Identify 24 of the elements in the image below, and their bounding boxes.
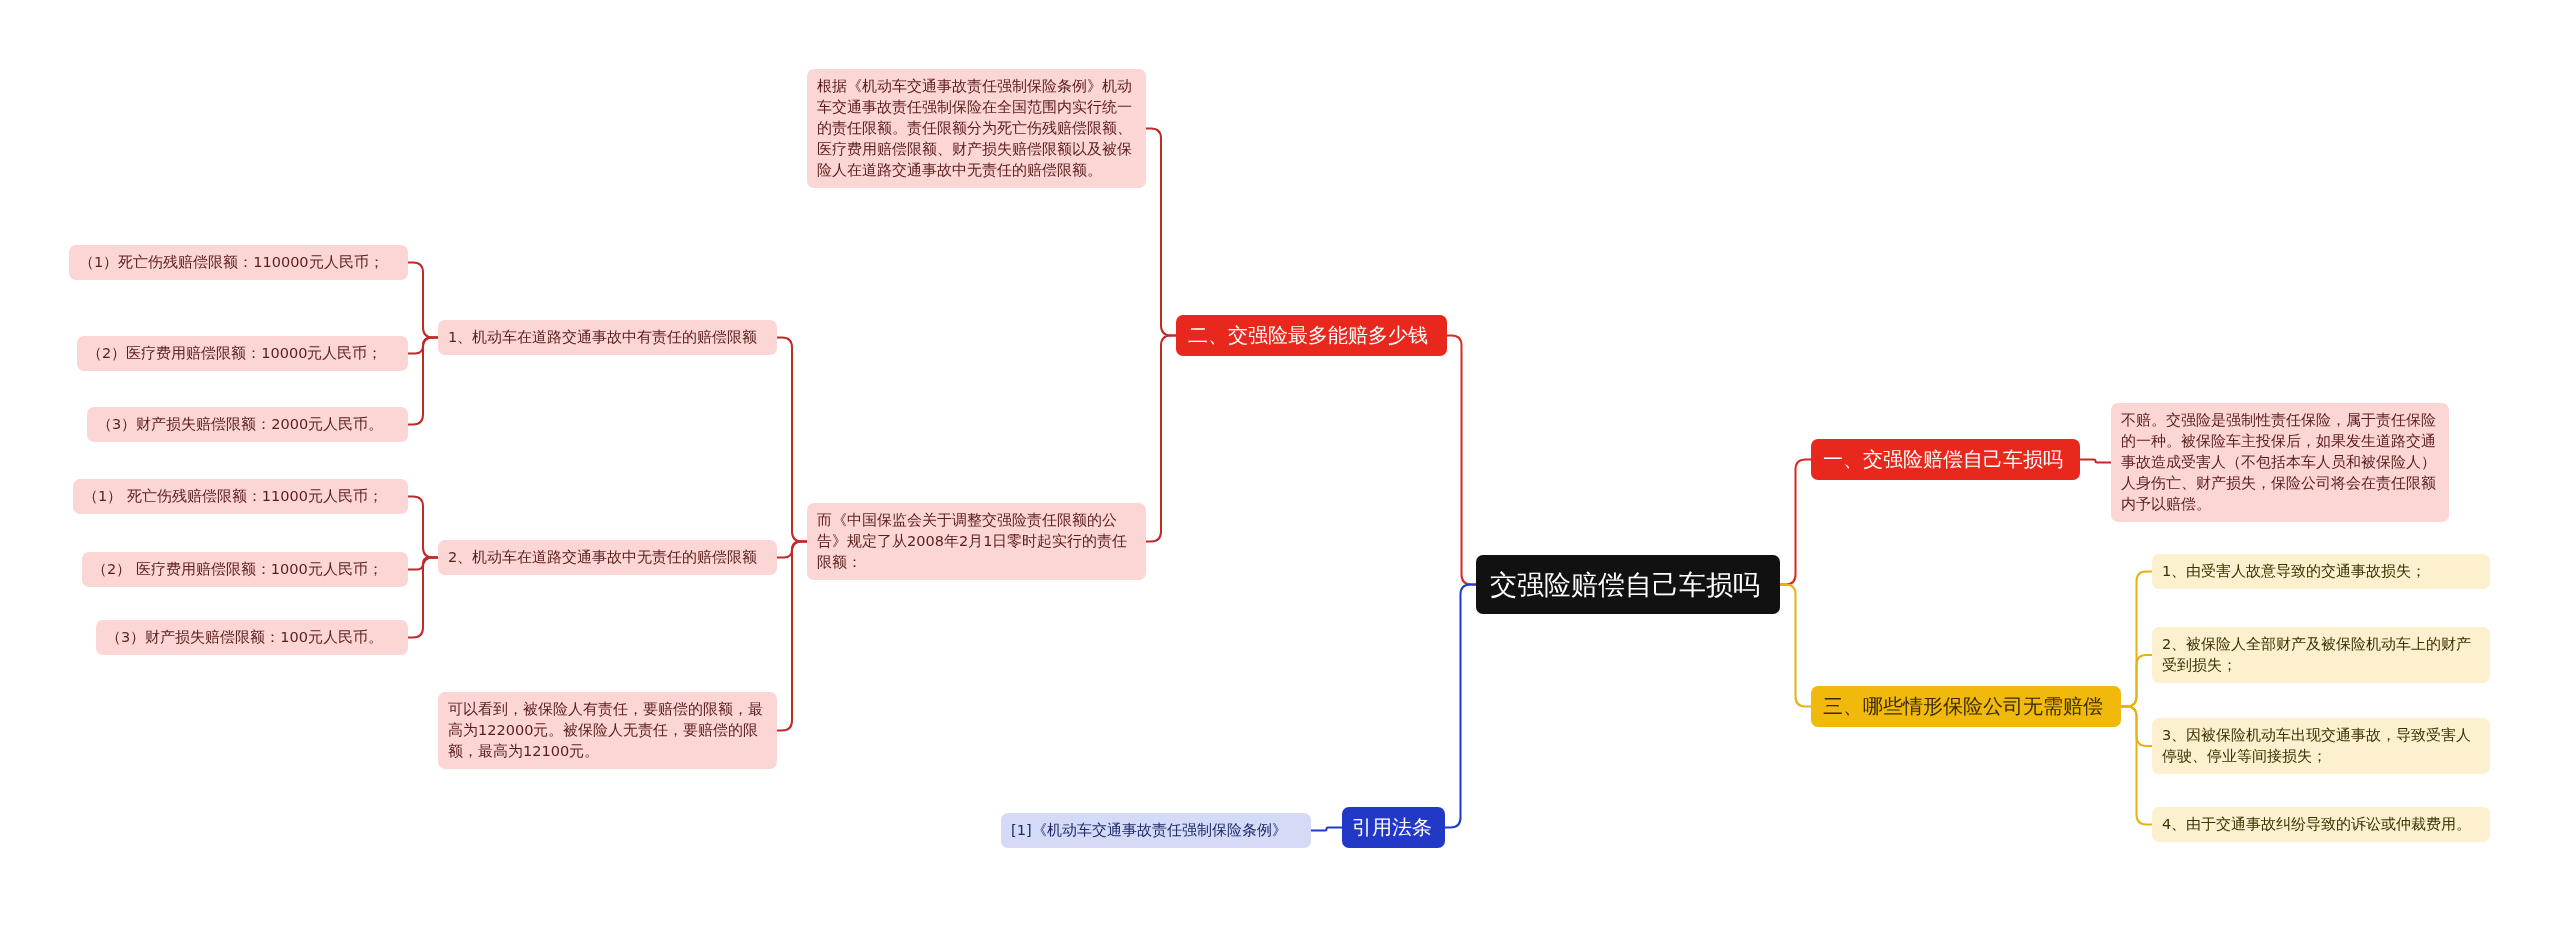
connector-line <box>2079 458 2112 464</box>
text-card: 1、机动车在道路交通事故中有责任的赔偿限额 <box>438 320 777 355</box>
text-card: 可以看到，被保险人有责任，要赔偿的限额，最高为122000元。被保险人无责任，要赔偿的限额，最高为12100元。 <box>438 692 777 770</box>
text-card: 1、由受害人故意导致的交通事故损失； <box>2152 554 2490 589</box>
branch-topic: 引用法条 <box>1342 807 1445 848</box>
text-card: 而《中国保监会关于调整交强险责任限额的公告》规定了从2008年2月1日零时起实行的责任限额： <box>807 503 1146 581</box>
text-card: 根据《机动车交通事故责任强制保险条例》机动车交通事故责任强制保险在全国范围内实行统一的责任限额。责任限额分为死亡伤残赔偿限额、医疗费用赔偿限额、财产损失赔偿限额以及被保险人在道路交通事故中无责任的赔偿限额。 <box>807 69 1146 189</box>
text-card: （1）死亡伤残赔偿限额：110000元人民币； <box>69 245 408 280</box>
text-card: 不赔。交强险是强制性责任保险，属于责任保险的一种。被保险车主投保后，如果发生道路交通事故造成受害人（不包括本车人员和被保险人）人身伤亡、财产损失，保险公司将会在责任限额内予以赔偿。 <box>2111 403 2449 523</box>
text-card: （2）医疗费用赔偿限额：10000元人民币； <box>77 336 408 371</box>
text-card: 4、由于交通事故纠纷导致的诉讼或仲裁费用。 <box>2152 807 2490 842</box>
text-card: 3、因被保险机动车出现交通事故，导致受害人停驶、停业等间接损失； <box>2152 718 2490 775</box>
text-card: （2） 医疗费用赔偿限额：1000元人民币； <box>82 552 408 587</box>
branch-topic: 二、交强险最多能赔多少钱 <box>1176 315 1447 356</box>
text-card: （1） 死亡伤残赔偿限额：11000元人民币； <box>73 479 408 514</box>
text-card: 2、机动车在道路交通事故中无责任的赔偿限额 <box>438 540 777 575</box>
text-card: （3）财产损失赔偿限额：100元人民币。 <box>96 620 408 655</box>
text-card: 2、被保险人全部财产及被保险机动车上的财产受到损失； <box>2152 627 2490 684</box>
root-topic: 交强险赔偿自己车损吗 <box>1476 555 1780 615</box>
text-card: [1]《机动车交通事故责任强制保险条例》 <box>1001 813 1311 848</box>
text-card: （3）财产损失赔偿限额：2000元人民币。 <box>87 407 408 442</box>
branch-topic: 一、交强险赔偿自己车损吗 <box>1811 439 2080 480</box>
connector-line <box>1310 826 1343 832</box>
branch-topic: 三、哪些情形保险公司无需赔偿 <box>1811 686 2121 727</box>
